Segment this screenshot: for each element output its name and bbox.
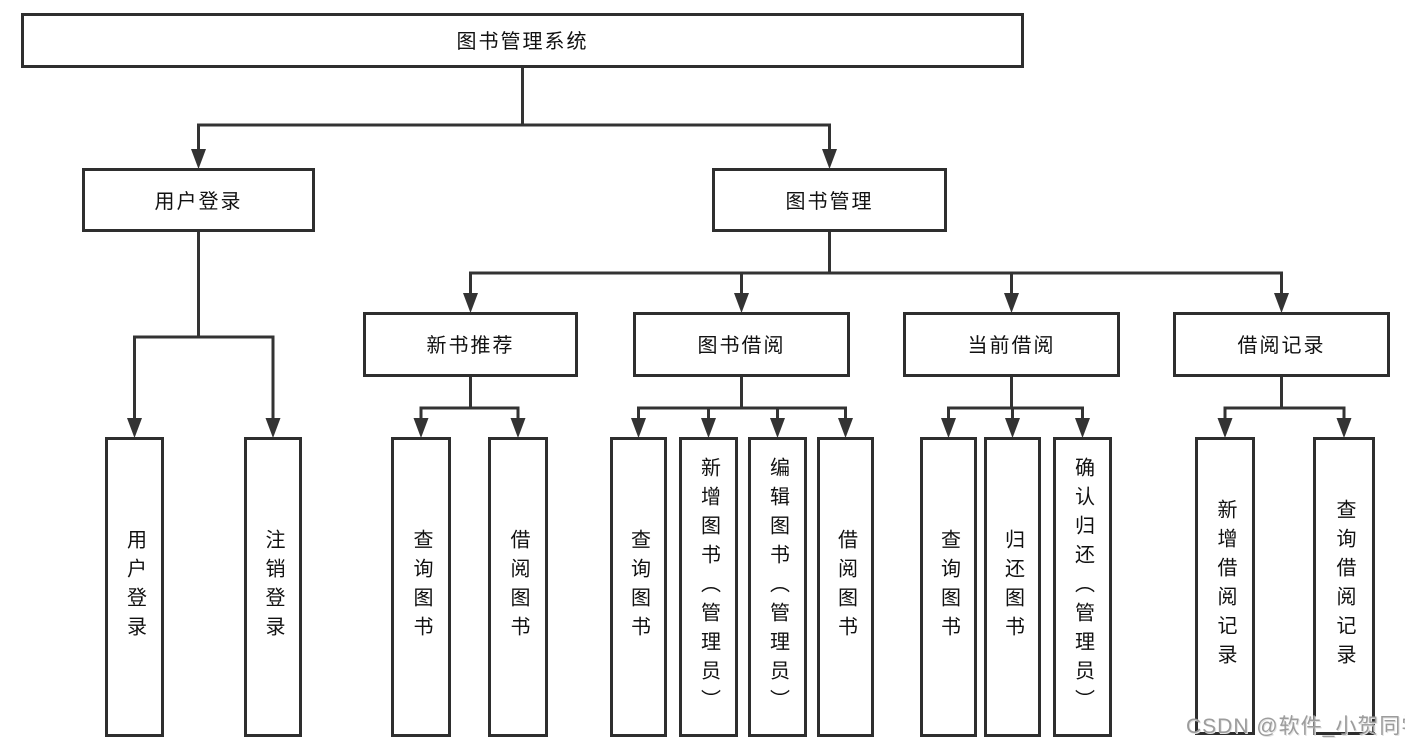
connector-borrow-borrow-1: [637, 377, 743, 421]
node-label: 查询图书: [627, 529, 650, 645]
arrowhead-icon: [413, 418, 429, 438]
connector-root-login: [197, 68, 524, 152]
connector-borrow-borrow-4: [740, 377, 847, 421]
connector-current-current-1: [947, 377, 1013, 421]
node-label: 确认归还（管理员）: [1071, 456, 1094, 718]
node-login-1: 用户登录: [105, 437, 164, 737]
node-rec-2: 借阅图书: [488, 437, 548, 737]
node-label: 图书借阅: [697, 335, 786, 357]
node-current-3: 确认归还（管理员）: [1053, 437, 1112, 737]
connector-root-mgmt: [521, 68, 831, 152]
node-label: 借阅图书: [507, 529, 529, 645]
connector-current-current-3: [1010, 377, 1084, 421]
arrowhead-icon: [941, 418, 956, 438]
connector-records-records-2: [1280, 377, 1346, 421]
node-label: 查询图书: [937, 529, 960, 645]
connector-mgmt-records: [828, 232, 1283, 296]
node-label: 编辑图书（管理员）: [766, 456, 789, 718]
node-rec: 新书推荐: [363, 312, 578, 377]
node-label: 图书管理系统: [456, 31, 589, 53]
node-label: 查询图书: [410, 529, 432, 645]
arrowhead-icon: [127, 418, 142, 438]
node-mgmt: 图书管理: [712, 168, 947, 232]
node-login: 用户登录: [82, 168, 315, 232]
node-label: 新增图书（管理员）: [697, 456, 720, 718]
arrowhead-icon: [838, 418, 853, 438]
node-label: 借阅记录: [1237, 335, 1326, 357]
arrowhead-icon: [1336, 418, 1352, 438]
arrowhead-icon: [463, 293, 478, 313]
connector-login-login-1: [133, 232, 200, 421]
node-label: 借阅图书: [834, 529, 857, 645]
arrowhead-icon: [822, 149, 837, 169]
arrowhead-icon: [1005, 418, 1020, 438]
arrowhead-icon: [265, 418, 281, 438]
node-current: 当前借阅: [903, 312, 1120, 377]
node-borrow-1: 查询图书: [610, 437, 667, 737]
connector-rec-rec-2: [469, 377, 520, 421]
node-label: 查询借阅记录: [1333, 499, 1355, 673]
watermark: CSDN @软件_小贺同学: [1186, 715, 1405, 738]
node-label: 当前借阅: [967, 335, 1056, 357]
arrowhead-icon: [191, 149, 206, 169]
node-label: 图书管理: [785, 190, 874, 213]
connector-rec-rec-1: [419, 377, 472, 421]
arrowhead-icon: [1274, 293, 1289, 313]
arrowhead-icon: [770, 418, 785, 438]
connector-borrow-borrow-2: [707, 377, 743, 421]
node-rec-1: 查询图书: [391, 437, 451, 737]
node-login-2: 注销登录: [244, 437, 302, 737]
node-label: 用户登录: [123, 529, 146, 645]
connector-login-login-2: [197, 232, 275, 421]
node-root: 图书管理系统: [21, 13, 1024, 68]
arrowhead-icon: [510, 418, 526, 438]
node-borrow-3: 编辑图书（管理员）: [748, 437, 807, 737]
node-label: 新书推荐: [426, 335, 515, 357]
node-borrow-4: 借阅图书: [817, 437, 874, 737]
arrowhead-icon: [1004, 293, 1019, 313]
node-borrow-2: 新增图书（管理员）: [679, 437, 738, 737]
connector-mgmt-rec: [469, 232, 831, 296]
connector-records-records-1: [1223, 377, 1283, 421]
node-records: 借阅记录: [1173, 312, 1390, 377]
arrowhead-icon: [631, 418, 646, 438]
node-records-2: 查询借阅记录: [1313, 437, 1375, 735]
node-records-1: 新增借阅记录: [1195, 437, 1255, 735]
arrowhead-icon: [1075, 418, 1090, 438]
arrowhead-icon: [734, 293, 749, 313]
node-label: 归还图书: [1001, 529, 1024, 645]
node-current-2: 归还图书: [984, 437, 1041, 737]
connector-current-current-2: [1010, 377, 1014, 421]
node-label: 注销登录: [262, 529, 284, 645]
arrowhead-icon: [1217, 418, 1233, 438]
node-label: 用户登录: [154, 190, 243, 213]
node-borrow: 图书借阅: [633, 312, 850, 377]
node-current-1: 查询图书: [920, 437, 977, 737]
connector-borrow-borrow-3: [740, 377, 779, 421]
connector-mgmt-current: [828, 232, 1013, 296]
arrowhead-icon: [701, 418, 716, 438]
connector-mgmt-borrow: [740, 232, 831, 296]
node-label: 新增借阅记录: [1214, 499, 1236, 673]
